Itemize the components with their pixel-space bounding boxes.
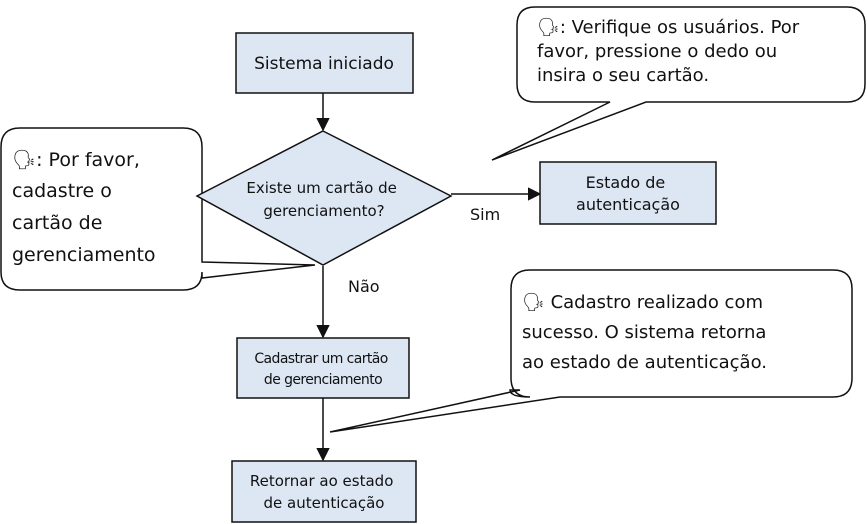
node-start-label: Sistema iniciado	[254, 54, 394, 74]
node-start	[235, 32, 414, 94]
node-auth-state-label: Estado de autenticação	[576, 173, 680, 214]
callout-register-bubble	[0, 127, 316, 291]
node-return	[231, 460, 417, 523]
node-return-label: Retornar ao estado de autenticação	[250, 472, 398, 512]
callout-register-text: 🗣: Por favor, cadastre o cartão de geren…	[12, 149, 156, 266]
node-decision	[195, 130, 453, 266]
node-decision-label: Existe um cartão de gerenciamento?	[246, 179, 401, 220]
node-auth-state	[539, 161, 717, 225]
callout-verify-text: 🗣: Verifique os usuários. Por favor, pre…	[537, 17, 805, 86]
callout-success-bubble	[329, 269, 853, 433]
callout-verify-bubble	[491, 6, 866, 161]
edge-yes-label: Sim	[470, 205, 500, 224]
callout-success-text: 🗣 Cadastro realizado com sucesso. O sist…	[522, 292, 772, 373]
edge-no-label: Não	[348, 277, 380, 296]
node-register-label: Cadastrar um cartão de gerenciamento	[254, 351, 391, 388]
node-register	[236, 337, 410, 399]
